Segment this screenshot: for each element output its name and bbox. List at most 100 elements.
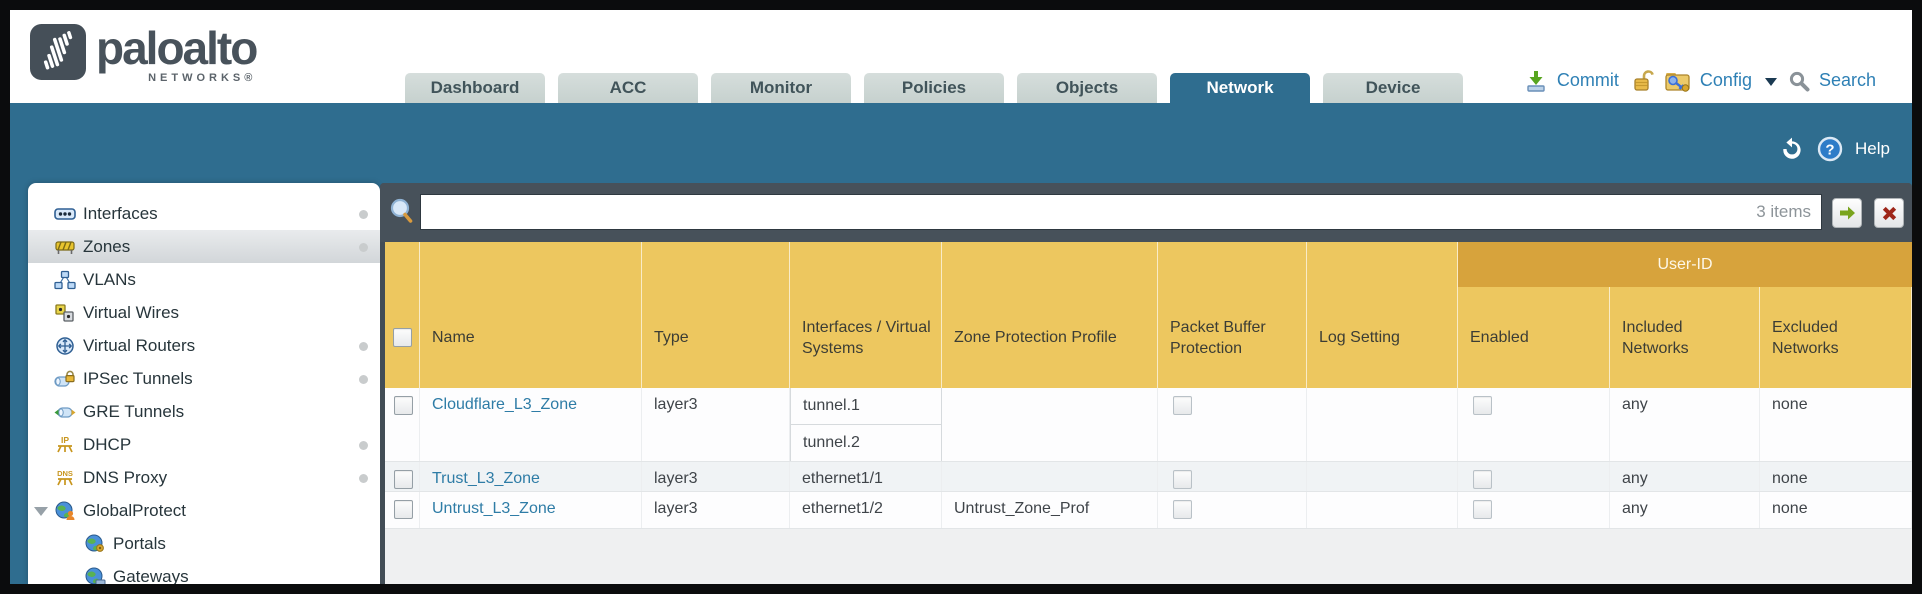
config-menu[interactable]: Config: [1699, 70, 1752, 90]
table-row: Cloudflare_L3_Zone layer3 tunnel.1 tunne…: [385, 388, 1912, 462]
excluded-networks-cell: none: [1760, 462, 1912, 491]
sidebar-item-label: IPSec Tunnels: [83, 368, 193, 388]
zone-name-link[interactable]: Trust_L3_Zone: [432, 470, 540, 487]
table-row: Trust_L3_Zone layer3 ethernet1/1 any non…: [385, 462, 1912, 492]
zones-content-pane: 3 items User-ID: [380, 183, 1912, 584]
sidebar-item-label: DNS Proxy: [83, 467, 168, 487]
interface-entry: tunnel.1: [791, 388, 941, 425]
zone-protection-profile-cell: [942, 462, 1158, 491]
tab-objects[interactable]: Objects: [1017, 73, 1157, 103]
sidebar-item-label: Interfaces: [83, 203, 158, 223]
sidebar-item-label: Gateways: [113, 566, 189, 585]
sidebar-item-gateways[interactable]: Gateways: [28, 560, 380, 584]
sidebar-item-label: Virtual Wires: [83, 302, 180, 322]
zone-name-link[interactable]: Untrust_L3_Zone: [432, 500, 556, 517]
column-header-name[interactable]: Name: [420, 242, 642, 388]
column-header-zone-protection-profile[interactable]: Zone Protection Profile: [942, 242, 1158, 388]
select-all-cell: [385, 242, 420, 388]
top-actions: Commit Config Search: [1524, 68, 1880, 93]
search-icon[interactable]: [1788, 70, 1810, 92]
status-dot: [359, 375, 368, 384]
row-select-checkbox[interactable]: [394, 396, 413, 415]
table-empty-area: [385, 529, 1912, 584]
sidebar-item-zones[interactable]: Zones: [28, 230, 380, 263]
tab-monitor[interactable]: Monitor: [711, 73, 851, 103]
zone-name-link[interactable]: Cloudflare_L3_Zone: [432, 396, 577, 413]
lock-icon[interactable]: [1632, 69, 1655, 93]
clear-filter-button[interactable]: [1874, 198, 1904, 228]
tab-device[interactable]: Device: [1323, 73, 1463, 103]
svg-text:IP: IP: [61, 435, 69, 445]
sidebar-item-label: Zones: [83, 236, 131, 256]
ipsec-tunnels-icon: [54, 370, 75, 387]
table-row: Untrust_L3_Zone layer3 ethernet1/2 Untru…: [385, 492, 1912, 529]
column-header-excluded-networks[interactable]: Excluded Networks: [1760, 242, 1912, 388]
refresh-icon[interactable]: [1779, 136, 1805, 162]
column-header-log-setting[interactable]: Log Setting: [1307, 242, 1458, 388]
column-header-interfaces[interactable]: Interfaces / Virtual Systems: [790, 242, 942, 388]
user-id-enabled-checkbox[interactable]: [1473, 500, 1492, 519]
help-button[interactable]: Help: [1855, 139, 1890, 158]
included-networks-cell: any: [1610, 388, 1760, 461]
sidebar-item-virtual-wires[interactable]: Virtual Wires: [28, 296, 380, 329]
row-select-checkbox[interactable]: [394, 500, 413, 519]
banner-utilities: ? Help: [1779, 136, 1890, 162]
chevron-down-icon[interactable]: [1764, 77, 1777, 86]
sidebar-item-label: GRE Tunnels: [83, 401, 185, 421]
brand-subtitle: NETWORKS®: [148, 72, 257, 84]
sidebar-item-virtual-routers[interactable]: Virtual Routers: [28, 329, 380, 362]
user-id-enabled-checkbox[interactable]: [1473, 470, 1492, 489]
apply-filter-icon: [1840, 206, 1855, 220]
commit-button[interactable]: Commit: [1556, 70, 1619, 90]
global-search-button[interactable]: Search: [1818, 70, 1876, 90]
brand-logo: paloalto NETWORKS®: [30, 22, 258, 84]
zones-table: User-ID Name Type Interfaces / Virtual S…: [385, 242, 1912, 529]
zones-icon: [55, 240, 75, 254]
apply-filter-button[interactable]: [1832, 198, 1862, 228]
packet-buffer-protection-checkbox[interactable]: [1173, 500, 1192, 519]
config-icon[interactable]: [1664, 68, 1691, 93]
column-header-included-networks[interactable]: Included Networks: [1610, 242, 1760, 388]
packet-buffer-protection-checkbox[interactable]: [1173, 470, 1192, 489]
row-select-checkbox[interactable]: [394, 470, 413, 489]
column-header-type[interactable]: Type: [642, 242, 790, 388]
virtual-wires-icon: [55, 303, 74, 322]
status-dot: [359, 474, 368, 483]
user-id-group-header: User-ID: [1458, 242, 1912, 287]
filter-input[interactable]: [421, 195, 1821, 229]
brand-name: paloalto: [96, 22, 258, 74]
sidebar-item-vlans[interactable]: VLANs: [28, 263, 380, 296]
expander-icon[interactable]: [34, 507, 48, 516]
zone-protection-profile-cell: [942, 388, 1158, 461]
zone-interfaces-cell: tunnel.1 tunnel.2: [790, 388, 942, 461]
packet-buffer-protection-checkbox[interactable]: [1173, 396, 1192, 415]
app-window: paloalto NETWORKS® Dashboard ACC Monitor…: [10, 10, 1912, 584]
sidebar-item-globalprotect[interactable]: GlobalProtect: [28, 494, 380, 527]
tab-acc[interactable]: ACC: [558, 73, 698, 103]
sidebar-item-dhcp[interactable]: IP DHCP: [28, 428, 380, 461]
excluded-networks-cell: none: [1760, 492, 1912, 528]
svg-text:DNS: DNS: [57, 469, 73, 478]
sidebar-item-interfaces[interactable]: Interfaces: [28, 197, 380, 230]
commit-icon[interactable]: [1524, 69, 1548, 93]
filter-magnifier-icon: [390, 198, 413, 223]
sidebar-item-gre-tunnels[interactable]: GRE Tunnels: [28, 395, 380, 428]
sidebar-item-dns-proxy[interactable]: DNS DNS Proxy: [28, 461, 380, 494]
tab-policies[interactable]: Policies: [864, 73, 1004, 103]
user-id-enabled-checkbox[interactable]: [1473, 396, 1492, 415]
log-setting-cell: [1307, 492, 1458, 528]
help-icon[interactable]: ?: [1817, 136, 1843, 162]
interfaces-icon: [54, 207, 76, 220]
select-all-checkbox[interactable]: [392, 328, 412, 347]
column-header-packet-buffer-protection[interactable]: Packet Buffer Protection: [1158, 242, 1307, 388]
tab-dashboard[interactable]: Dashboard: [405, 73, 545, 103]
top-bar: paloalto NETWORKS® Dashboard ACC Monitor…: [10, 10, 1912, 103]
sidebar-item-label: VLANs: [83, 269, 136, 289]
dhcp-icon: IP: [57, 435, 73, 452]
sidebar-item-portals[interactable]: Portals: [28, 527, 380, 560]
zone-protection-profile-cell: Untrust_Zone_Prof: [942, 492, 1158, 528]
zone-type-cell: layer3: [642, 492, 790, 528]
tab-network[interactable]: Network: [1170, 73, 1310, 103]
sidebar-item-ipsec-tunnels[interactable]: IPSec Tunnels: [28, 362, 380, 395]
column-header-enabled[interactable]: Enabled: [1458, 242, 1610, 388]
